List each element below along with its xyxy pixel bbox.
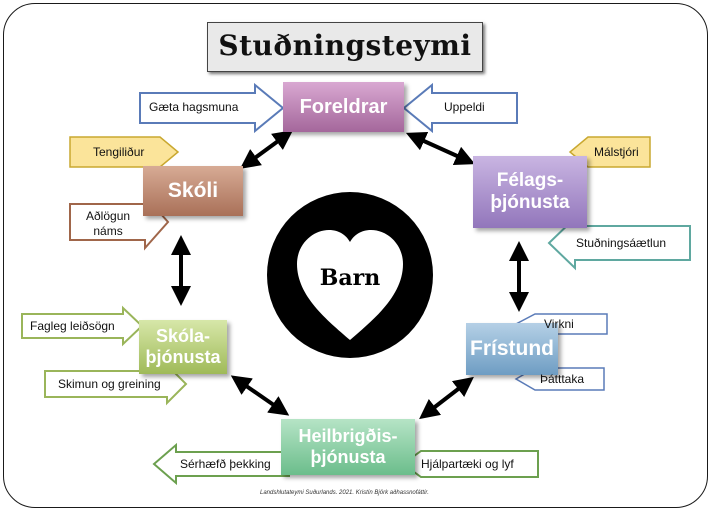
node-felags-line2: þjónusta — [490, 192, 570, 213]
label-uppeldi: Uppeldi — [444, 100, 485, 114]
label-arrow-serhaefd — [152, 442, 290, 486]
node-fristund: Frístund — [466, 323, 558, 375]
label-arrow-fagleg — [21, 305, 144, 347]
node-heilbrigdisthjonusta: Heilbrigðis-þjónusta — [281, 419, 415, 475]
connector-skolathj-heilb — [230, 375, 290, 416]
node-heilb-line2: þjónusta — [310, 447, 386, 467]
label-adlogun-line1: Aðlögun — [86, 209, 131, 223]
diagram-frame — [3, 3, 708, 508]
label-arrow-gaeta — [139, 82, 285, 134]
center-circle: Barn — [267, 192, 433, 358]
label-studningsaetlun: Stuðningsáætlun — [576, 236, 667, 250]
connector-foreldrar-skoli — [239, 130, 294, 169]
node-felagsthjonusta: Félags-þjónusta — [473, 156, 587, 228]
node-foreldrar-label: Foreldrar — [299, 95, 388, 118]
label-arrow-tengilidur — [69, 136, 180, 168]
node-felags-line1: Félags- — [496, 170, 564, 192]
connector-fristund-heilb — [419, 376, 474, 420]
node-skolathjonusta: Skóla-þjónusta — [139, 320, 227, 374]
label-arrow-uppeldi — [402, 82, 518, 134]
center-label: Barn — [319, 265, 381, 291]
node-heilb-line1: Heilbrigðis- — [298, 426, 398, 447]
label-malstjori: Málstjóri — [594, 145, 639, 159]
label-adlogun-line2: náms — [93, 224, 123, 238]
node-skolathj-line1: Skóla- — [155, 326, 211, 347]
node-skoli: Skóli — [143, 166, 243, 216]
node-skoli-label: Skóli — [167, 178, 219, 202]
connector-foreldrar-felags — [405, 131, 476, 166]
label-gaeta: Gæta hagsmuna — [149, 100, 239, 114]
label-fagleg: Fagleg leiðsögn — [30, 319, 115, 333]
label-virkni: Virkni — [544, 317, 574, 331]
heart-icon — [297, 230, 403, 340]
label-adlogun: Aðlögun náms — [86, 209, 130, 239]
node-foreldrar: Foreldrar — [283, 82, 404, 132]
label-hjalpartaeki: Hjálpartæki og lyf — [421, 457, 514, 471]
diagram-title: Stuðningsteymi — [207, 22, 483, 72]
node-skolathj-line2: þjónusta — [145, 347, 221, 367]
label-tengilidur: Tengiliður — [93, 145, 145, 159]
node-fristund-label: Frístund — [470, 336, 554, 360]
label-thatttaka: Þátttaka — [540, 372, 585, 386]
label-skimun: Skimun og greining — [58, 377, 161, 391]
label-serhaefd: Sérhæfð þekking — [180, 457, 271, 471]
footer-credit: Landshlutateymi Suðurlands. 2021. Kristí… — [260, 490, 429, 496]
